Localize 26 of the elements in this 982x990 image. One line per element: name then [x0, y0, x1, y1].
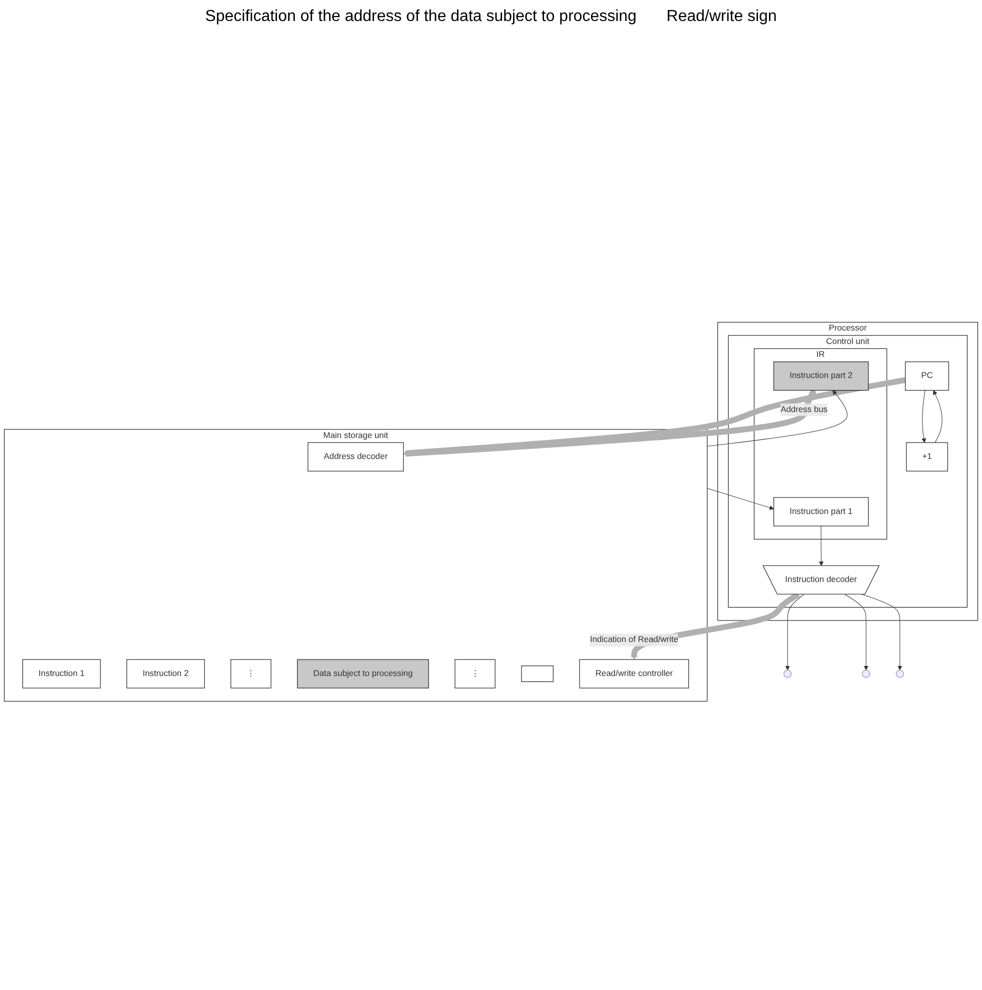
arrow	[706, 488, 774, 510]
arrow	[706, 390, 848, 447]
arrow	[403, 389, 816, 457]
annotation-text: Specification of the address of the data subject to processing	[205, 8, 637, 26]
arrow	[844, 594, 868, 671]
arrow	[862, 594, 902, 671]
node-box: Instruction 1	[22, 660, 101, 689]
node-box: Instruction 2	[126, 660, 205, 689]
arrow	[785, 594, 804, 671]
arrow	[922, 390, 926, 444]
node-box: ⋮	[230, 660, 272, 689]
node-box: Data subject to processing	[297, 660, 429, 689]
arrow	[403, 377, 906, 456]
node-box: PC	[905, 362, 949, 391]
node-box: Instruction part 2	[774, 362, 869, 391]
node-box: ⋮	[454, 660, 496, 689]
edge-label: Address bus	[780, 405, 828, 414]
arrow	[933, 390, 942, 444]
arrow	[818, 526, 824, 566]
annotation-text: Read/write sign	[666, 8, 777, 26]
edge-label: Indication of Read/write	[590, 636, 678, 644]
node-box: Read/write controller	[579, 660, 689, 689]
node-box: Instruction part 1	[774, 497, 869, 527]
node-box: Address decoder	[308, 442, 404, 472]
node-box: +1	[906, 442, 948, 472]
node-box	[521, 666, 554, 682]
